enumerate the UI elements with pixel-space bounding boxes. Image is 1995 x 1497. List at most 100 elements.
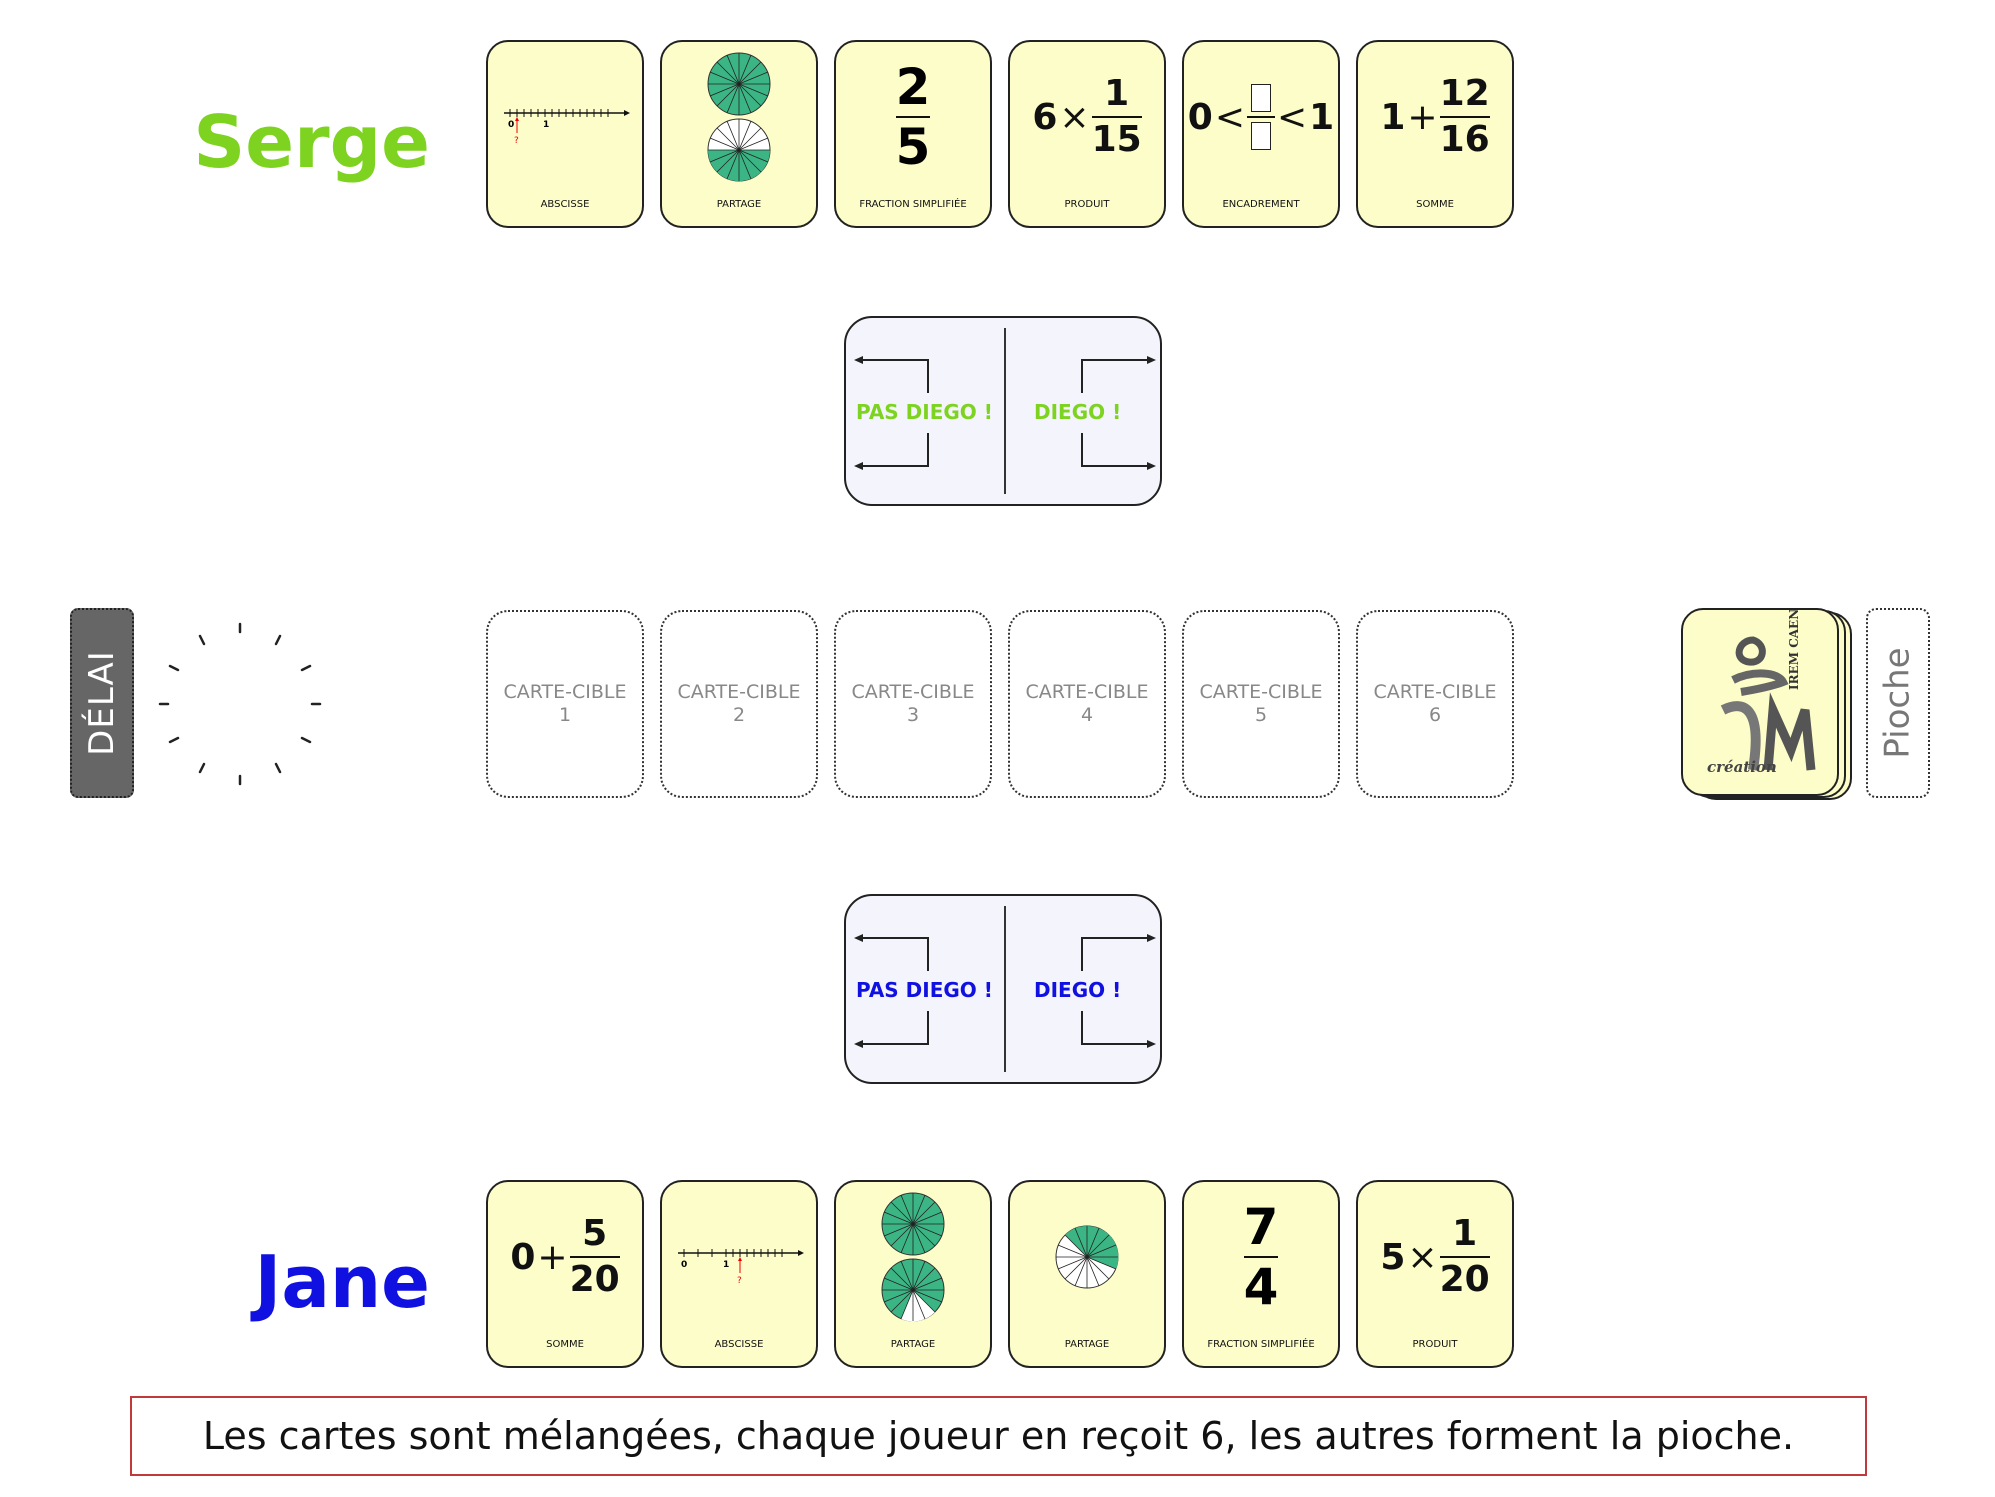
target-label: CARTE-CIBLE [851, 681, 975, 704]
card-label: PRODUIT [1412, 1339, 1458, 1350]
target-label: CARTE-CIBLE [1373, 681, 1497, 704]
deck-card-top: IREM CAEN création [1681, 608, 1839, 796]
target-label: CARTE-CIBLE [1025, 681, 1149, 704]
lead-number: 5 [1380, 1236, 1406, 1278]
card-label: SOMME [1416, 199, 1454, 210]
diego-panel-jane: PAS DIEGO ! DIEGO ! [844, 894, 1162, 1084]
jane-card-abscisse[interactable]: 0 1 ? ABSCISSE [660, 1180, 818, 1368]
logo-text-irem: IREM CAEN [1787, 610, 1801, 690]
serge-card-encadrement[interactable]: 0 < < 1 ENCADREMENT [1182, 40, 1340, 228]
pie-chart-icon [881, 1192, 945, 1322]
lead-number: 0 [510, 1236, 536, 1278]
denominator: 20 [1439, 1259, 1490, 1300]
sum-face: 1 + 12 16 [1358, 42, 1512, 192]
diego-button-jane[interactable]: DIEGO ! [1034, 978, 1122, 1002]
number-line-icon: 0 1 ? [678, 1249, 804, 1286]
fraction-face: 2 5 [836, 42, 990, 192]
tick-1: 1 [543, 120, 549, 130]
jane-card-somme[interactable]: 0 + 5 20 SOMME [486, 1180, 644, 1368]
instruction-banner: Les cartes sont mélangées, chaque joueur… [130, 1396, 1867, 1476]
pas-diego-button-serge[interactable]: PAS DIEGO ! [856, 400, 993, 424]
jane-card-fraction[interactable]: 7 4 FRACTION SIMPLIFIÉE [1182, 1180, 1340, 1368]
denominator: 5 [895, 118, 931, 176]
serge-card-somme[interactable]: 1 + 12 16 SOMME [1356, 40, 1514, 228]
lead-number: 1 [1380, 96, 1406, 138]
bracket-face: 0 < < 1 [1184, 42, 1338, 192]
blank-numerator-box [1251, 84, 1271, 112]
player-name-jane: Jane [254, 1240, 430, 1324]
product-face: 6 × 1 15 [1010, 42, 1164, 192]
jane-card-partage[interactable]: PARTAGE [834, 1180, 992, 1368]
tick-1: 1 [723, 1260, 729, 1270]
left-bound: 0 [1187, 96, 1213, 138]
target-label: CARTE-CIBLE [503, 681, 627, 704]
numerator: 12 [1439, 73, 1490, 114]
numerator: 5 [582, 1213, 608, 1254]
arrows-icon [854, 934, 1156, 1048]
tick-question: ? [514, 136, 519, 146]
fraction: 1 15 [1091, 73, 1142, 160]
card-label: PRODUIT [1064, 199, 1110, 210]
instruction-text: Les cartes sont mélangées, chaque joueur… [202, 1414, 1795, 1458]
tick-0: 0 [681, 1260, 687, 1270]
tick-0: 0 [508, 120, 514, 130]
number-line-face: 0 1 ? [662, 1182, 816, 1332]
jane-card-produit[interactable]: 5 × 1 20 PRODUIT [1356, 1180, 1514, 1368]
timer-icon [158, 622, 322, 786]
player-name-serge: Serge [193, 100, 430, 184]
numerator: 7 [1243, 1198, 1279, 1256]
target-label: CARTE-CIBLE [1199, 681, 1323, 704]
denominator: 4 [1243, 1258, 1279, 1316]
delai-label: DÉLAI [82, 650, 123, 756]
logo-text-creation: création [1707, 758, 1777, 776]
times-operator: × [1407, 1236, 1438, 1278]
target-number: 1 [558, 704, 572, 726]
pioche-text: Pioche [1878, 647, 1919, 759]
card-label: ENCADREMENT [1222, 199, 1300, 210]
fraction: 1 20 [1439, 1216, 1490, 1300]
target-number: 4 [1080, 704, 1094, 726]
card-label: ABSCISSE [540, 199, 590, 210]
serge-card-partage[interactable]: PARTAGE [660, 40, 818, 228]
right-bound: 1 [1309, 96, 1335, 138]
card-label: FRACTION SIMPLIFIÉE [859, 199, 967, 210]
card-label: PARTAGE [890, 1339, 936, 1350]
delai-button[interactable]: DÉLAI [70, 608, 134, 798]
sum-face: 0 + 5 20 [488, 1182, 642, 1332]
fraction: 12 16 [1439, 73, 1490, 160]
fraction: 5 20 [569, 1213, 620, 1300]
pioche-label: Pioche [1866, 608, 1930, 798]
number-line-icon: 0 1 ? [504, 109, 630, 146]
card-label: ABSCISSE [714, 1339, 764, 1350]
denominator: 15 [1091, 119, 1142, 160]
pas-diego-button-jane[interactable]: PAS DIEGO ! [856, 978, 993, 1002]
serge-card-produit[interactable]: 6 × 1 15 PRODUIT [1008, 40, 1166, 228]
fraction: 2 5 [895, 62, 931, 176]
serge-card-abscisse[interactable]: 0 1 ? ABSCISSE [486, 40, 644, 228]
arrows-icon [854, 356, 1156, 470]
tick-question: ? [737, 1276, 742, 1286]
pie-pair-face [836, 1182, 990, 1332]
pie-pair-face [662, 42, 816, 192]
denominator: 20 [569, 1259, 620, 1300]
empty-fraction [1247, 84, 1275, 150]
target-number: 3 [906, 704, 920, 726]
jane-card-partage-single[interactable]: PARTAGE [1008, 1180, 1166, 1368]
product-face: 5 × 1 20 [1358, 1182, 1512, 1332]
fraction-face: 7 4 [1184, 1182, 1338, 1332]
times-operator: × [1059, 96, 1090, 138]
pie-single-face [1010, 1182, 1164, 1332]
numerator: 1 [1104, 73, 1130, 114]
denominator: 16 [1439, 119, 1490, 160]
diego-button-serge[interactable]: DIEGO ! [1034, 400, 1122, 424]
plus-operator: + [1407, 96, 1438, 138]
irem-logo-icon: IREM CAEN création [1707, 609, 1816, 776]
fraction: 7 4 [1243, 1198, 1279, 1316]
serge-card-fraction[interactable]: 2 5 FRACTION SIMPLIFIÉE [834, 40, 992, 228]
